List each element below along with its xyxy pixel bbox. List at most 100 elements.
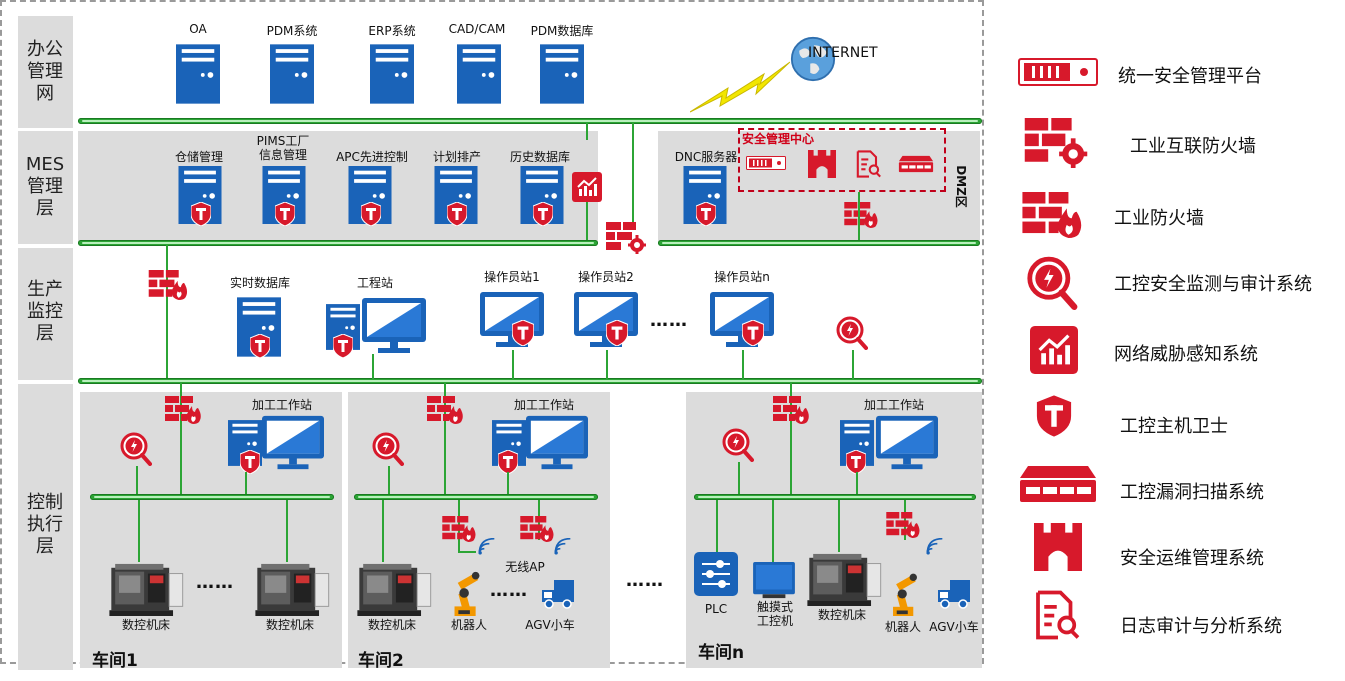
operator1-label: 操作员站1 xyxy=(484,270,540,284)
industrial-firewall-icon xyxy=(1022,192,1082,238)
log-audit-icon xyxy=(856,150,882,178)
monitor-audit-icon xyxy=(836,316,868,350)
wsn-station-label: 加工工作站 xyxy=(863,398,924,412)
ws2-device-label: 数控机床 xyxy=(367,618,416,632)
operatorn-label: 操作员站n xyxy=(714,270,770,284)
threat-awareness-icon xyxy=(572,172,602,202)
production-band xyxy=(18,248,73,380)
plc-icon xyxy=(694,552,738,596)
mes-band-label xyxy=(18,131,73,244)
mes-label-warehouse: 仓储管理 xyxy=(174,150,223,164)
server-erp xyxy=(370,43,414,105)
ws1-ellipsis: …… xyxy=(196,572,234,593)
wsn-station-drop xyxy=(856,472,858,494)
wsn-device-label: 触摸式 工控机 xyxy=(756,600,793,628)
ws2-device-label: AGV小车 xyxy=(525,618,575,632)
mes-label-historian: 历史数据库 xyxy=(509,150,570,164)
agv-vehicle xyxy=(936,578,972,610)
host-guard-icon xyxy=(333,334,353,358)
legend-label: 工控主机卫士 xyxy=(1120,416,1228,437)
realtime-db-label: 实时数据库 xyxy=(229,276,290,290)
prod-op1-drop xyxy=(512,350,514,380)
legend-label: 工控安全监测与审计系统 xyxy=(1114,274,1312,295)
legend-label: 工业防火墙 xyxy=(1114,208,1204,229)
industrial-firewall-icon xyxy=(148,270,188,300)
wsn-monitor xyxy=(876,414,938,472)
mes-label-apc: APC先进控制 xyxy=(336,150,408,164)
layer-label-mes: MES管理层 xyxy=(25,154,65,219)
mes-uplink xyxy=(586,122,588,140)
host-guard-icon xyxy=(696,202,716,226)
ws2-uplink xyxy=(444,382,446,494)
ws2-device-label: 机器人 xyxy=(450,618,487,632)
dmz-fw-link xyxy=(858,192,860,240)
office-network-bus xyxy=(78,118,982,124)
ws2-station-label: 加工工作站 xyxy=(513,398,574,412)
legend-label: 安全运维管理系统 xyxy=(1120,548,1264,569)
wsn-uplink xyxy=(790,382,792,494)
server-pdmdb xyxy=(540,43,584,105)
host-guard-icon xyxy=(742,320,764,346)
host-guard-icon xyxy=(606,320,628,346)
industrial-internet-firewall-icon xyxy=(1024,118,1088,168)
wsn-device-label: 机器人 xyxy=(884,620,921,634)
security-center-title: 安全管理中心 xyxy=(742,132,815,146)
ws2-network-bus xyxy=(354,494,598,500)
host-guard-icon xyxy=(275,202,295,226)
host-guard-icon xyxy=(512,320,534,346)
server-label-cad: CAD/CAM xyxy=(448,22,506,36)
industrial-firewall-icon xyxy=(426,396,464,424)
layer-label-office: 办公管理网 xyxy=(27,39,63,104)
ws1-monitor xyxy=(262,414,324,472)
dmz-uplink xyxy=(632,122,634,228)
wireless-ap-label: 无线AP xyxy=(505,560,545,574)
ws1-network-bus xyxy=(90,494,334,500)
industrial-firewall-icon xyxy=(772,396,810,424)
mes-label-scheduling: 计划排产 xyxy=(432,150,481,164)
ws2-ellipsis: …… xyxy=(490,580,528,601)
industrial-firewall-icon xyxy=(520,516,554,542)
cnc-machine xyxy=(356,562,434,616)
host-guard-icon xyxy=(533,202,553,226)
log-audit-icon xyxy=(1034,590,1082,640)
wsn-device-label: PLC xyxy=(704,602,728,616)
monitor-audit-icon xyxy=(1026,256,1078,310)
cnc-machine xyxy=(254,562,332,616)
ws1-device-label: 数控机床 xyxy=(265,618,314,632)
wsn-fw-drop xyxy=(904,500,906,540)
server-label-pdmdb: PDM数据库 xyxy=(530,24,594,38)
ws1-name: 车间1 xyxy=(92,651,138,671)
cnc-machine xyxy=(108,562,186,616)
legend-label: 工业互联防火墙 xyxy=(1130,136,1256,157)
engineering-label: 工程站 xyxy=(356,276,393,290)
vuln-scan-icon xyxy=(1018,464,1098,504)
operator2-label: 操作员站2 xyxy=(578,270,634,284)
unified-platform-icon xyxy=(746,156,786,170)
layer-label-production: 生产监控层 xyxy=(27,279,63,344)
host-guard-icon xyxy=(250,334,270,358)
wifi-icon xyxy=(924,538,944,556)
production-network-bus xyxy=(78,378,982,384)
workshop-ellipsis: …… xyxy=(626,570,664,591)
wsn-plc-drop xyxy=(716,500,718,552)
legend-label: 统一安全管理平台 xyxy=(1118,66,1262,87)
mes-network-bus xyxy=(78,240,598,246)
ws1-station-drop xyxy=(245,472,247,494)
mes-threat-link xyxy=(586,202,588,240)
industrial-internet-firewall-icon xyxy=(606,222,646,254)
legend-label: 日志审计与分析系统 xyxy=(1120,616,1282,637)
ws2-dev1-drop xyxy=(382,500,384,562)
wsn-name: 车间n xyxy=(698,643,745,663)
wifi-icon xyxy=(476,538,496,556)
server-pdm xyxy=(270,43,314,105)
wsn-audit-drop xyxy=(738,462,740,494)
dmz-network-bus xyxy=(658,240,980,246)
industrial-firewall-icon xyxy=(442,516,476,542)
server-oa xyxy=(176,43,220,105)
engineering-monitor xyxy=(362,296,426,356)
server-label-erp: ERP系统 xyxy=(368,24,416,38)
host-guard-icon xyxy=(361,202,381,226)
wifi-icon xyxy=(552,538,572,556)
server-label-oa: OA xyxy=(189,22,207,36)
prod-op2-drop xyxy=(606,350,608,380)
